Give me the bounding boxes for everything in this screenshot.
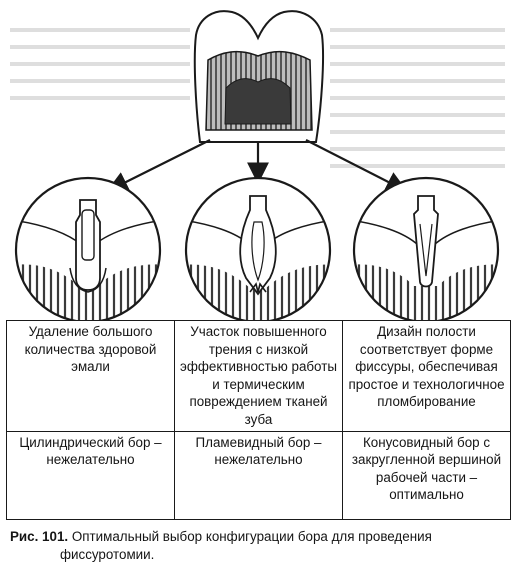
arrows: [106, 139, 408, 192]
detail-circle-flame: [184, 176, 332, 320]
detail-circle-cylindrical: [14, 176, 162, 320]
friction-zone-mark: [249, 282, 267, 293]
detail-circle-conical: [352, 176, 500, 320]
table-row-effects: Удаление большого количества здоровой эм…: [6, 320, 511, 432]
arrow-left: [106, 139, 211, 192]
flame-bur: [239, 195, 277, 296]
cell-cylindrical-effect: Удаление большого количества здоровой эм…: [6, 320, 175, 432]
arrow-right: [305, 139, 408, 192]
bleed-through-text: [10, 28, 505, 168]
cell-conical-effect: Дизайн полости соответствует форме фиссу…: [342, 320, 511, 432]
comparison-table: Удаление большого количества здоровой эм…: [6, 320, 511, 521]
cell-conical-verdict: Конусовидный бор с закругленной вершиной…: [342, 430, 511, 521]
tooth-pulp: [224, 78, 292, 125]
figure-caption: Рис. 101. Оптимальный выбор конфигурации…: [10, 528, 510, 564]
caption-line-1: Оптимальный выбор конфигурации бора для …: [71, 529, 432, 544]
table-row-verdicts: Цилиндрический бор – нежелательно Пламев…: [6, 430, 511, 521]
caption-line-2: фиссуротомии.: [60, 547, 155, 562]
conical-bur: [413, 195, 439, 288]
cell-cylindrical-verdict: Цилиндрический бор – нежелательно: [6, 430, 175, 521]
cell-flame-verdict: Пламевидный бор – нежелательно: [174, 430, 343, 521]
tooth-bur-illustration: [10, 10, 505, 320]
cell-flame-effect: Участок повышенного трения с низкой эффе…: [174, 320, 343, 432]
tooth: [193, 10, 325, 143]
caption-label: Рис. 101.: [10, 529, 69, 544]
